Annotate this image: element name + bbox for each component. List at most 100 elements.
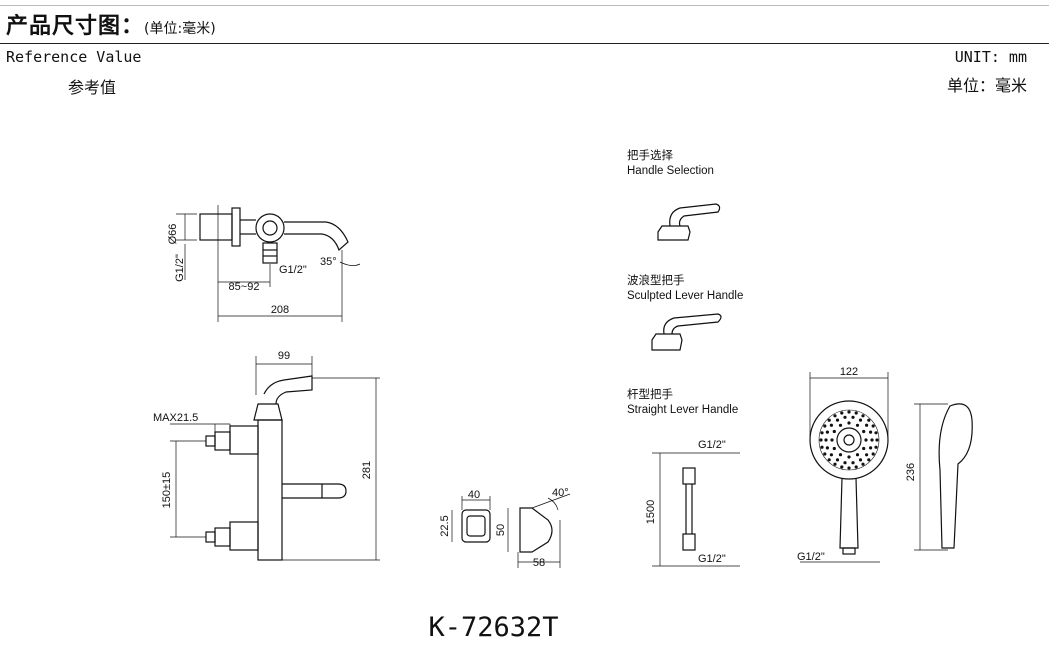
reference-value-cn: 参考值 (68, 78, 117, 97)
nozzle-dot (843, 461, 847, 465)
front-view: 99 MAX21.5 150±15 281 (153, 350, 380, 561)
nozzle-dot (855, 423, 860, 427)
dim-max: MAX21.5 (153, 412, 198, 424)
dim-spacing: 150±15 (161, 472, 173, 509)
nozzle-dot (858, 458, 863, 462)
nozzle-dot (851, 415, 855, 419)
holder-angle-arc (547, 497, 559, 511)
dim-holder-depth: 22.5 (439, 515, 451, 536)
sculpted-lever-icon (651, 313, 722, 351)
handle-selection-label: 把手选择 Handle Selection (627, 149, 714, 179)
title-text: 产品尺寸图： (6, 14, 145, 39)
sculpted-lever-cn: 波浪型把手 (627, 275, 685, 287)
nozzle-dot (854, 411, 858, 415)
nozzle-dot (820, 431, 824, 435)
nozzle-dot (819, 438, 823, 442)
nozzle-dot (827, 458, 831, 462)
handle-selection-icon (657, 203, 721, 241)
top-view: Ø66 G1/2" G1/2" 35° 85~92 208 (167, 205, 361, 322)
nozzle-dot (862, 446, 866, 451)
shower-side (938, 403, 973, 549)
hose-view: G1/2" 1500 G1/2" (645, 439, 740, 567)
dim-thread-left: G1/2" (174, 254, 186, 282)
front-view-lower-connector (229, 521, 259, 551)
front-view-cartridge (253, 403, 283, 421)
nozzle-dot (861, 462, 865, 466)
nozzle-dot (827, 418, 831, 422)
hand-shower-view: 122 236 G1/2" (797, 366, 973, 563)
nozzle-dot (871, 424, 875, 428)
front-view-handle (263, 375, 313, 405)
nozzle-dot (851, 461, 855, 465)
nozzle-dot (838, 453, 843, 457)
nozzle-dot (855, 453, 860, 457)
sculpted-lever-label: 波浪型把手 Sculpted Lever Handle (627, 274, 743, 304)
dim-hose-length: 1500 (645, 500, 657, 524)
top-view-spout (284, 221, 349, 252)
nozzle-dot (847, 455, 851, 459)
front-view-body (257, 419, 283, 561)
header-divider (0, 43, 1049, 44)
nozzle-dot (835, 458, 840, 462)
nozzle-dot (847, 410, 851, 414)
nozzle-dot (829, 453, 834, 457)
dim-diameter: Ø66 (167, 224, 179, 245)
top-rule (0, 5, 1049, 6)
nozzle-dot (874, 445, 878, 449)
nozzle-dot (833, 414, 837, 418)
straight-lever-cn: 杆型把手 (627, 389, 673, 401)
nozzle-dot (833, 462, 837, 466)
dim-width: 99 (278, 350, 290, 362)
nozzle-dot (869, 446, 873, 450)
dim-hose-thread-top: G1/2" (698, 439, 726, 451)
dim-thread: G1/2" (279, 264, 307, 276)
nozzle-dot (871, 452, 875, 456)
straight-lever-label: 杆型把手 Straight Lever Handle (627, 388, 738, 418)
dim-angle: 35° (320, 256, 337, 268)
nozzle-dot (869, 430, 873, 434)
nozzle-dot (830, 438, 834, 442)
nozzle-dot (825, 430, 830, 434)
nozzle-dot (825, 446, 830, 450)
dim-shower-diameter: 122 (840, 366, 858, 378)
nozzle-dot (835, 418, 840, 422)
holder-front (461, 509, 491, 543)
nozzle-dot (832, 446, 836, 451)
title-unit-note: (单位:毫米) (144, 21, 216, 37)
front-view-upper-connector (229, 425, 259, 455)
dim-angle-arc (339, 261, 361, 266)
handle-selection-cn: 把手选择 (627, 150, 673, 162)
nozzle-dot (865, 453, 869, 457)
hose-top-nut (682, 467, 696, 485)
dim-hose-thread-bottom: G1/2" (698, 553, 726, 565)
page-title: 产品尺寸图：(单位:毫米) (6, 8, 216, 40)
sculpted-lever-en: Sculpted Lever Handle (627, 290, 744, 302)
front-view-spout (282, 483, 347, 499)
dim-holder-height: 50 (495, 524, 507, 536)
shower-nozzles (819, 410, 879, 470)
nozzle-dot (867, 458, 871, 462)
nozzle-dot (832, 429, 836, 434)
handle-selection-en: Handle Selection (627, 165, 714, 177)
dim-height: 281 (361, 461, 373, 479)
nozzle-dot (870, 438, 874, 442)
shower-head-face (809, 400, 889, 480)
nozzle-dot (843, 415, 847, 419)
nozzle-dot (854, 465, 858, 469)
nozzle-dot (823, 452, 827, 456)
dim-holder-width: 40 (468, 489, 480, 501)
nozzle-dot (824, 438, 828, 442)
top-view-inlet (262, 242, 278, 264)
shower-handle (839, 477, 859, 549)
model-number: K-72632T (428, 612, 559, 643)
top-view-body (255, 213, 285, 243)
dim-shower-length: 236 (905, 463, 917, 481)
nozzle-dot (875, 438, 879, 442)
nozzle-dot (861, 414, 865, 418)
nozzle-dot (829, 423, 834, 427)
holder-side (519, 507, 553, 553)
nozzle-dot (847, 421, 851, 425)
nozzle-dot (867, 418, 871, 422)
straight-lever-en: Straight Lever Handle (627, 404, 739, 416)
